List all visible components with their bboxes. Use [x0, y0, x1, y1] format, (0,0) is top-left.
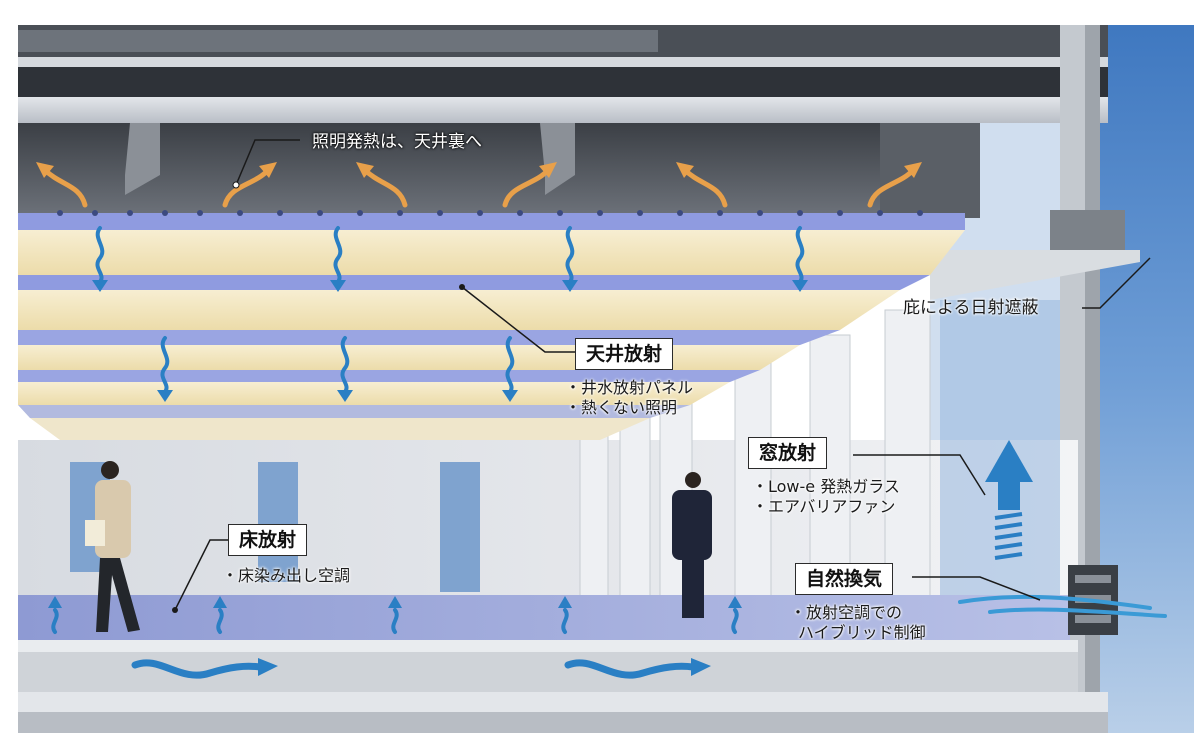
leader-window-radiation — [853, 454, 986, 496]
ceiling-radiation-bullet: ・井水放射パネル — [565, 378, 694, 397]
ceiling-radiation-bullet: ・熱くない照明 — [565, 398, 678, 417]
person-left — [85, 461, 140, 632]
natural-ventilation-bullet: ・放射空調での — [790, 603, 903, 622]
floor-radiation-bullets: ・床染み出し空調 — [222, 566, 350, 586]
ceiling-plenum — [18, 123, 978, 213]
ceiling-radiation-bullets: ・井水放射パネル ・熱くない照明 — [565, 378, 693, 418]
window-radiation-bullet: ・エアバリアファン — [752, 497, 896, 516]
leader-eaves — [1082, 257, 1151, 309]
ceiling-radiation-arrows — [95, 226, 805, 394]
underfloor-air-arrows — [131, 659, 697, 679]
eaves — [930, 250, 1140, 300]
eaves-label: 庇による日射遮蔽 — [903, 298, 1039, 318]
floor-radiation-title: 床放射 — [228, 524, 308, 556]
person-right — [672, 472, 712, 618]
window-radiation-arrow — [985, 440, 1033, 560]
floor — [18, 595, 1070, 640]
floor-radiation-bullet: ・床染み出し空調 — [222, 566, 351, 585]
leader-ceiling-radiation — [461, 286, 575, 353]
natural-ventilation-title: 自然換気 — [795, 563, 894, 595]
natural-ventilation-bullets: ・放射空調での ハイブリッド制御 — [790, 603, 926, 643]
floor-radiation-arrows — [51, 608, 739, 634]
window-radiation-bullets: ・Low-e 発熱ガラス ・エアバリアファン — [752, 477, 900, 517]
window-radiation-bullet: ・Low-e 発熱ガラス — [752, 477, 900, 496]
leader-lighting-heat — [235, 139, 300, 186]
leader-floor-radiation — [174, 539, 228, 611]
heat-arrows — [42, 167, 916, 208]
leader-natural-ventilation — [912, 576, 1041, 601]
ceiling-radiation-title: 天井放射 — [575, 338, 674, 370]
upper-slab — [18, 97, 1108, 123]
natural-ventilation-bullet: ハイブリッド制御 — [798, 623, 926, 642]
lighting-heat-label: 照明発熱は、天井裏へ — [312, 132, 482, 152]
window-radiation-title: 窓放射 — [748, 437, 828, 469]
natural-ventilation-wind — [958, 594, 1167, 618]
